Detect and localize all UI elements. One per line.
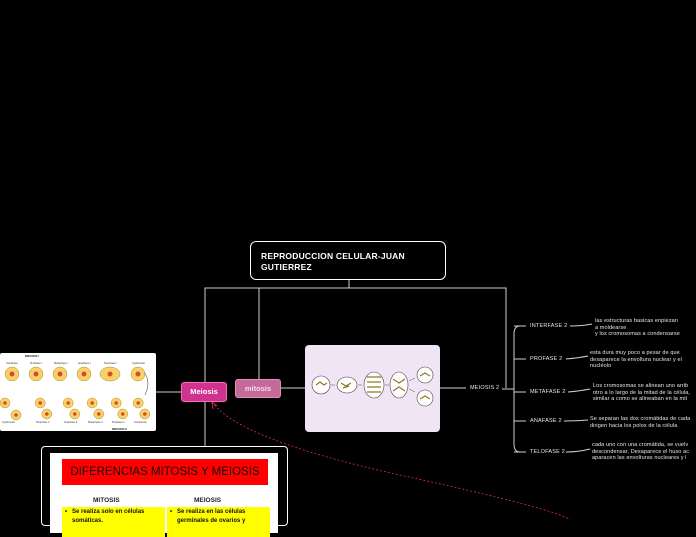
meiosis-chromosome-bottom <box>114 401 118 405</box>
meiosis-chromosome-top <box>57 371 63 377</box>
meiosis-chromosome-bottom <box>3 401 7 405</box>
meiosis-stage-label-bottom: Anaphase II <box>64 421 78 424</box>
meiosis-chromosome-top <box>33 371 39 377</box>
cell-meiosis-1: Se realiza en las células germinales de … <box>167 507 270 537</box>
meiosis-chromosome-bottom <box>143 412 147 416</box>
phase-anafase2[interactable]: ANAFASE 2 <box>530 418 562 424</box>
meiosis2-node[interactable]: MEIOSIS 2 <box>470 385 500 391</box>
meiosis-stage-label-bottom: Cytokinesis <box>2 421 16 424</box>
phase-metafase2-desc: Los cromosomas se alinean uno arrib otro… <box>593 383 691 402</box>
meiosis-node[interactable]: Meiosis <box>181 382 227 402</box>
meiosis-stage-label-top: Telophase I <box>104 362 117 365</box>
meiosis-chromosome-bottom <box>136 401 140 405</box>
meiosis-chromosome-top <box>81 371 87 377</box>
comparison-table-title: DIFERENCIAS MITOSIS Y MEIOSIS <box>62 459 268 485</box>
meiosis-stage-label-bottom: Prophase II <box>112 421 125 424</box>
comparison-table-card[interactable]: DIFERENCIAS MITOSIS Y MEIOSIS MITOSIS ME… <box>41 446 288 537</box>
meiosis-stage-label-top: Prophase I <box>30 362 42 365</box>
meiosis-chromosome-bottom <box>73 412 77 416</box>
meiosis-chromosome-bottom <box>45 412 49 416</box>
comparison-table-image: DIFERENCIAS MITOSIS Y MEIOSIS MITOSIS ME… <box>50 453 278 537</box>
phase-telofase2-desc: cada uno con una cromátida, se vuelv des… <box>592 442 690 461</box>
connector-lines <box>156 280 593 520</box>
column-meiosis: MEIOSIS <box>194 497 222 504</box>
meiosis-stage-label-top: Metaphase I <box>54 362 68 365</box>
meiosis-stages-drawing: MEIOSIS I Interphase Prophase I Metaphase … <box>0 354 151 431</box>
phase-interfase2-desc: las estructuras basicas enpiezan a molde… <box>595 318 680 337</box>
meiosis-stage-label-bottom: Metaphase II <box>88 421 103 424</box>
meiosis-chromosome-bottom <box>14 413 18 417</box>
meiosis-chromosome-bottom <box>90 401 94 405</box>
meiosis-stage-label-bottom: Interkinesis <box>134 421 147 424</box>
meiosis-image-title: MEIOSIS I <box>25 354 39 358</box>
meiosis-chromosome-top <box>135 371 141 377</box>
meiosis-stages-image[interactable]: MEIOSIS I Interphase Prophase I Metaphase … <box>0 353 156 431</box>
meiosis-stage-label-bottom: Telophase II <box>36 421 50 424</box>
meiosis-chromosome-bottom <box>66 401 70 405</box>
root-topic[interactable]: REPRODUCCION CELULAR-JUAN GUTIERREZ <box>250 241 446 280</box>
meiosis-stage-label-top: Anaphase I <box>78 362 91 365</box>
phase-interfase2[interactable]: INTERFASE 2 <box>530 323 568 329</box>
dashed-relation-line <box>211 401 571 520</box>
root-to-mitosis-line <box>258 280 350 379</box>
meiosis-chromosome-top <box>9 371 15 377</box>
meiosis-stage-label-top: Interphase <box>6 362 18 365</box>
phase-profase2[interactable]: PROFASE 2 <box>530 356 563 362</box>
column-mitosis: MITOSIS <box>93 497 120 504</box>
mitosis-stages-drawing <box>311 366 434 407</box>
phase-anafase2-desc: Se separan las dos cromátidas de cada di… <box>590 416 691 429</box>
meiosis-chromosome-top <box>107 371 113 377</box>
phase-metafase2[interactable]: METAFASE 2 <box>530 389 566 395</box>
phase-telofase2[interactable]: TELOFASE 2 <box>530 449 566 455</box>
phase-profase2-desc: esta dura muy poco a pesar de que desapa… <box>590 350 682 369</box>
mitosis-stages-image[interactable] <box>305 345 440 432</box>
root-to-meiosis2-line <box>349 287 507 388</box>
phases-bracket-line <box>513 325 521 453</box>
meiosis-chromosome-bottom <box>121 412 125 416</box>
meiosis-image-footer: MEIOSIS II <box>112 427 127 431</box>
cell-mitosis-1: Se realiza solo en células somáticas. <box>62 507 165 537</box>
meiosis-chromosome-bottom <box>38 401 42 405</box>
meiosis-chromosome-bottom <box>97 412 101 416</box>
meiosis-stage-label-top: Cytokinesis <box>132 362 146 365</box>
root-title: REPRODUCCION CELULAR-JUAN GUTIERREZ <box>261 251 405 272</box>
mitosis-node[interactable]: mitosis <box>235 379 281 398</box>
